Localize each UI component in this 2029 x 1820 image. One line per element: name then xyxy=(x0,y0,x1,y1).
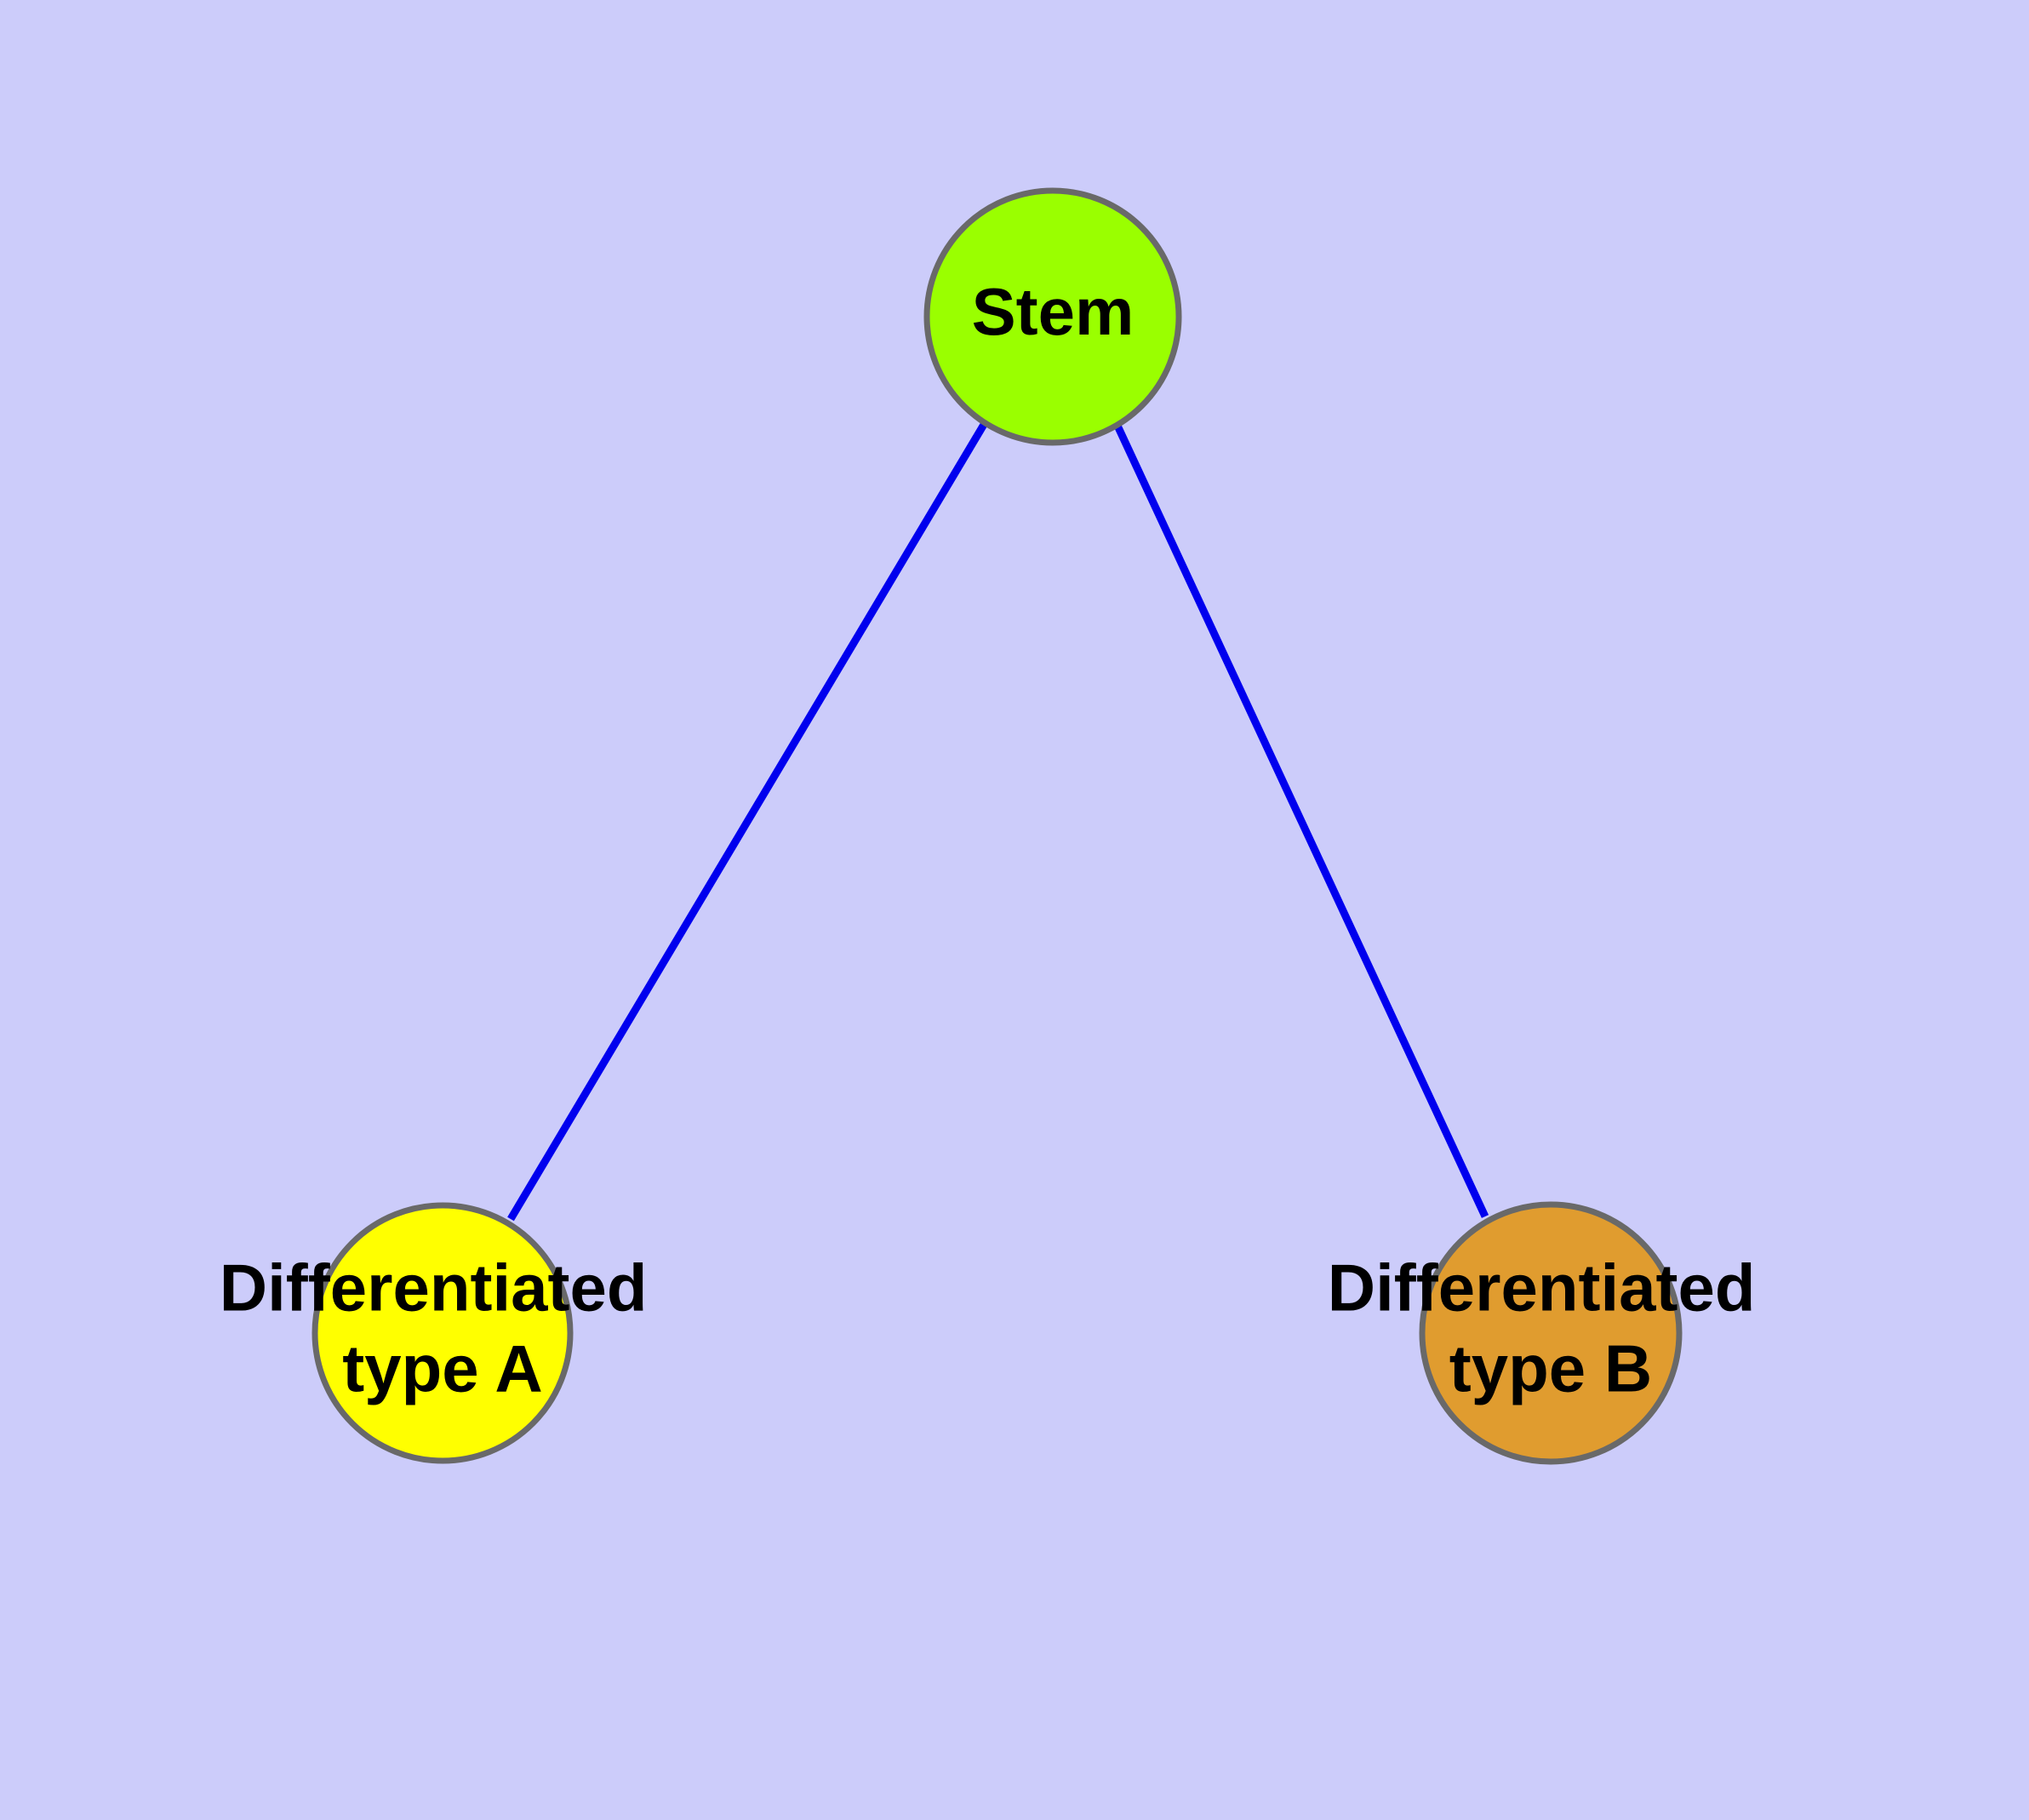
node-differentiated-type-a-circle[interactable] xyxy=(311,1202,574,1464)
edge-stem-to-diff-b[interactable] xyxy=(1113,424,1489,1218)
node-stem-label-line-1: Stem xyxy=(972,274,1135,349)
node-differentiated-type-b-label: Differentiated type B xyxy=(1328,1250,1774,1405)
node-differentiated-type-b-label-line-1: Differentiated xyxy=(1328,1250,1756,1325)
node-differentiated-type-a-label-line-2: type A xyxy=(342,1331,543,1405)
node-differentiated-type-a-label: Differentiated type A xyxy=(220,1250,666,1405)
node-differentiated-type-b-label-line-2: type B xyxy=(1449,1331,1652,1405)
node-differentiated-type-a-label-line-1: Differentiated xyxy=(220,1250,648,1325)
edge-stem-to-diff-a[interactable] xyxy=(507,421,988,1222)
node-stem-circle[interactable] xyxy=(923,187,1182,446)
node-differentiated-type-a[interactable]: Differentiated type A xyxy=(220,1202,666,1464)
node-stem-label: Stem xyxy=(972,274,1135,349)
edges-layer xyxy=(507,421,1489,1222)
node-differentiated-type-b[interactable]: Differentiated type B xyxy=(1328,1201,1774,1465)
node-differentiated-type-b-circle[interactable] xyxy=(1419,1201,1683,1465)
node-stem[interactable]: Stem xyxy=(923,187,1182,446)
